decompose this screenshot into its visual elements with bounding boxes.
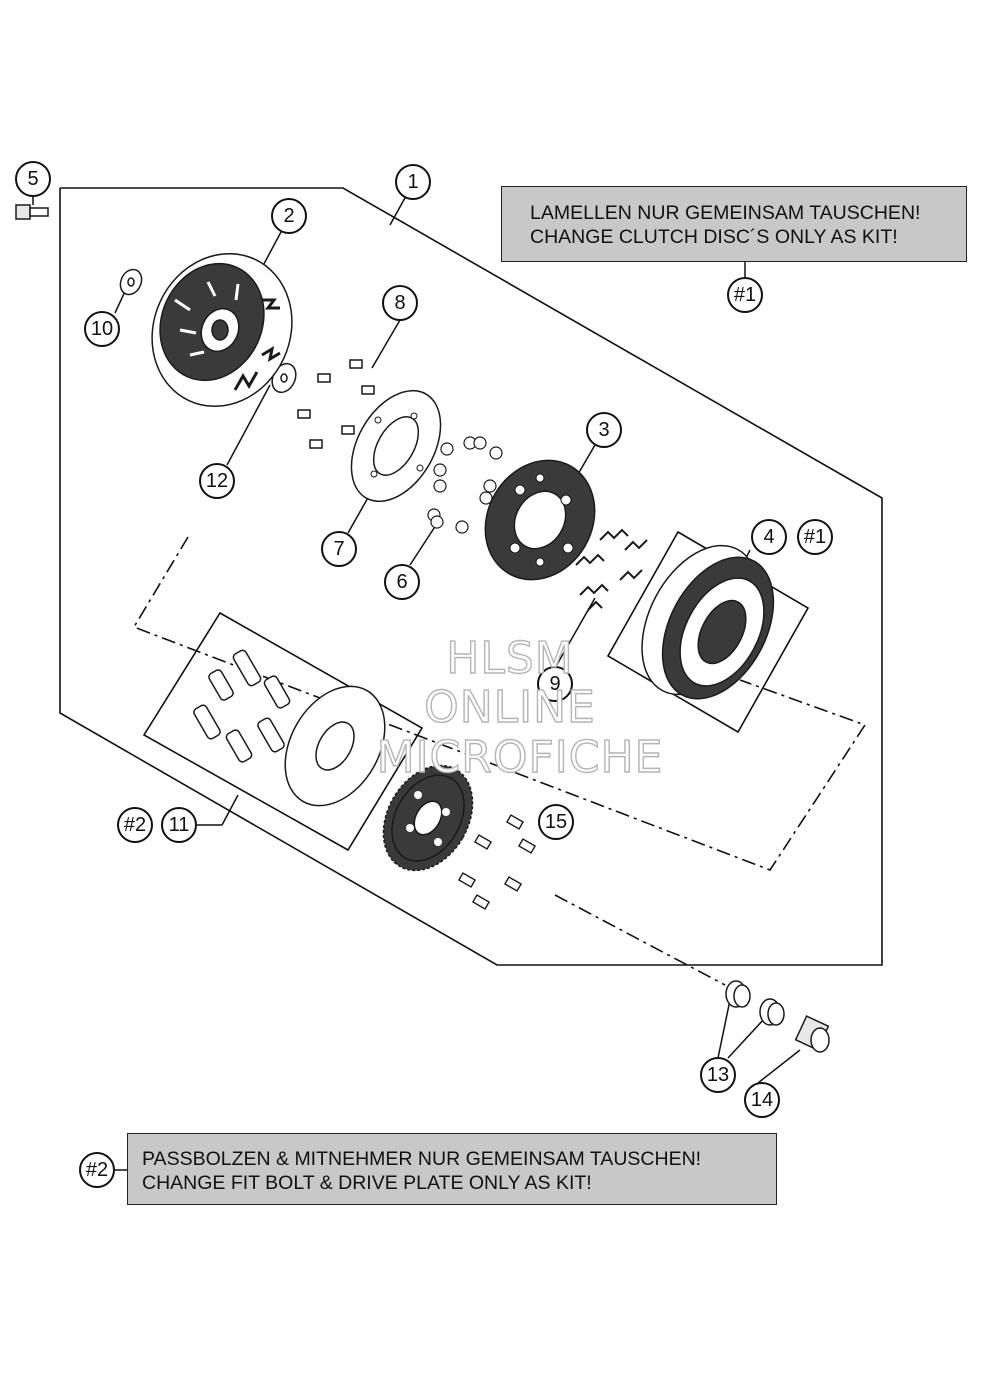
note-line-german: LAMELLEN NUR GEMEINSAM TAUSCHEN! [530, 202, 921, 224]
callout-6[interactable]: 6 [384, 564, 420, 600]
callout-5[interactable]: 5 [15, 161, 51, 197]
svg-text:7: 7 [333, 538, 344, 560]
callout-1[interactable]: 1 [395, 164, 431, 200]
callout-kit1-note[interactable]: #1 [727, 277, 763, 313]
clutch-disc-kit-note: LAMELLEN NUR GEMEINSAM TAUSCHEN! CHANGE … [501, 186, 967, 262]
callout-7[interactable]: 7 [321, 531, 357, 567]
svg-text:6: 6 [396, 571, 407, 593]
svg-text:11: 11 [169, 814, 190, 836]
callout-9[interactable]: 9 [537, 666, 573, 702]
svg-text:3: 3 [598, 419, 609, 441]
svg-text:15: 15 [545, 811, 567, 833]
bushing-part [794, 1015, 830, 1053]
svg-text:10: 10 [91, 318, 113, 340]
note-line-english: CHANGE FIT BOLT & DRIVE PLATE ONLY AS KI… [142, 1172, 592, 1194]
callout-kit2-note[interactable]: #2 [79, 1152, 115, 1188]
svg-text:5: 5 [27, 168, 38, 190]
gear-screws-part [457, 814, 537, 910]
callout-kit1-disc[interactable]: #1 [797, 519, 833, 555]
svg-text:#2: #2 [124, 814, 146, 836]
callout-2[interactable]: 2 [271, 198, 307, 234]
callout-11[interactable]: 11 [161, 807, 197, 843]
callout-13[interactable]: 13 [700, 1057, 736, 1093]
callout-15[interactable]: 15 [538, 804, 574, 840]
watermark-line-2: ONLINE [423, 682, 596, 733]
callout-8[interactable]: 8 [382, 285, 418, 321]
washer-part [119, 268, 143, 296]
balls-part [427, 436, 503, 534]
callout-3[interactable]: 3 [586, 412, 622, 448]
springs-part [575, 528, 648, 611]
note-line-german: PASSBOLZEN & MITNEHMER NUR GEMEINSAM TAU… [142, 1148, 702, 1170]
clutch-basket-part [151, 252, 293, 408]
callout-4[interactable]: 4 [751, 519, 787, 555]
clutch-disc-pack-part [641, 544, 775, 700]
pressure-plate-part [350, 389, 442, 503]
watermark-line-1: HLSM [446, 633, 574, 684]
svg-text:14: 14 [751, 1089, 773, 1111]
callout-kit2-fitbolt[interactable]: #2 [117, 807, 153, 843]
screws-part [297, 359, 375, 449]
callout-10[interactable]: 10 [84, 311, 120, 347]
gear-part [382, 764, 474, 872]
assembly-outline [59, 187, 883, 966]
svg-text:1: 1 [407, 171, 418, 193]
clutch-group-outline [132, 536, 867, 871]
svg-text:12: 12 [206, 470, 228, 492]
fit-bolt-kit-note: PASSBOLZEN & MITNEHMER NUR GEMEINSAM TAU… [127, 1133, 777, 1205]
svg-text:2: 2 [283, 205, 294, 227]
svg-text:8: 8 [394, 292, 405, 314]
svg-text:#2: #2 [86, 1159, 108, 1181]
fit-bolts-part [193, 649, 291, 763]
bolt-part [15, 204, 49, 220]
callout-12[interactable]: 12 [199, 463, 235, 499]
svg-text:13: 13 [707, 1064, 729, 1086]
drive-plate-part [284, 685, 386, 807]
svg-text:#1: #1 [804, 526, 826, 548]
svg-text:#1: #1 [734, 284, 756, 306]
spacer-rings-part [725, 980, 785, 1026]
svg-text:4: 4 [763, 526, 774, 548]
svg-text:9: 9 [549, 673, 560, 695]
watermark-line-3: MICROFICHE [376, 732, 664, 783]
clutch-hub-part [484, 459, 596, 581]
note-line-english: CHANGE CLUTCH DISC´S ONLY AS KIT! [530, 226, 898, 248]
callout-14[interactable]: 14 [744, 1082, 780, 1118]
